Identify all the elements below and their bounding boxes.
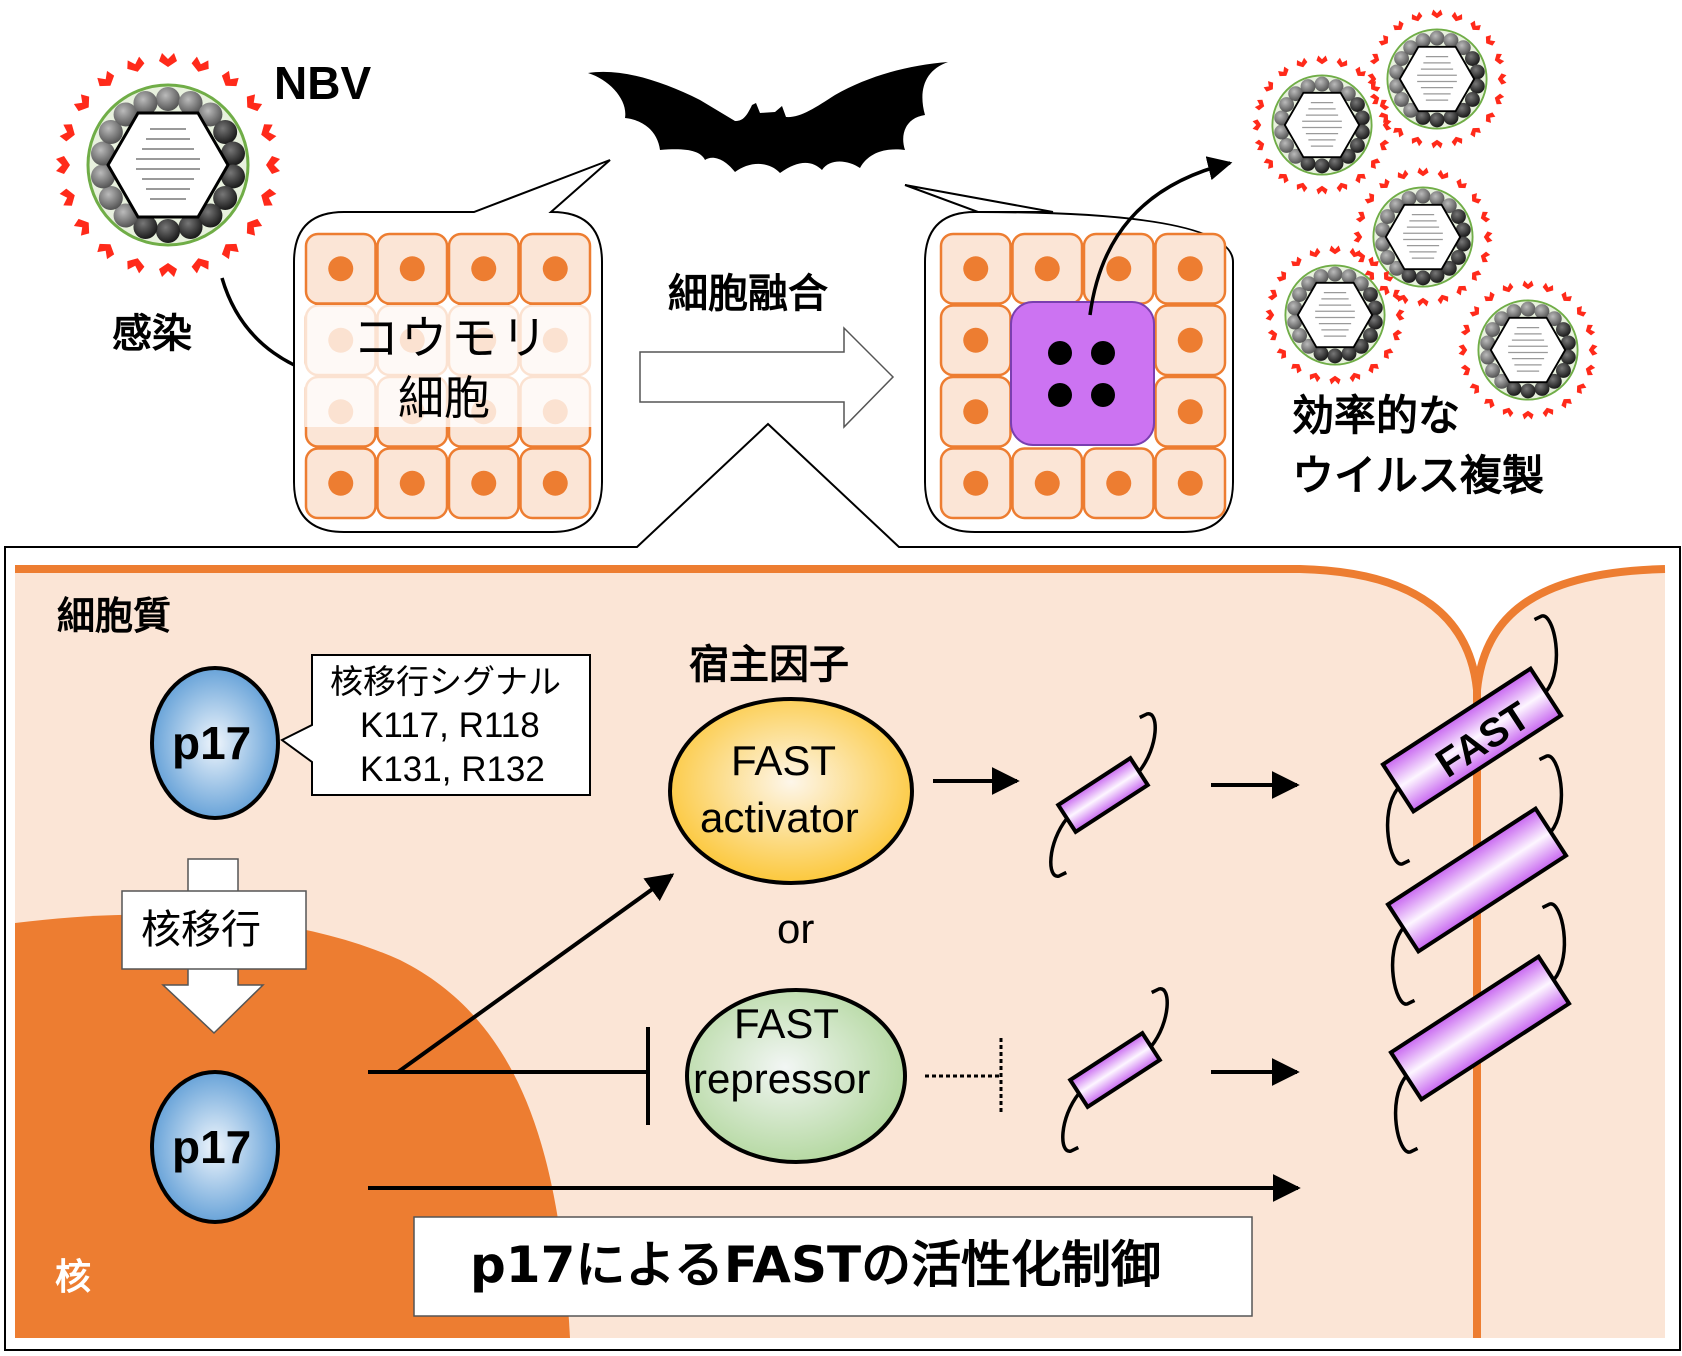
cell-icon — [1011, 447, 1084, 520]
cell-icon — [376, 232, 449, 305]
progeny-virus-icon — [1353, 167, 1493, 307]
cell-membrane-right — [1473, 565, 1666, 691]
or-label: or — [777, 905, 815, 952]
bat-cell-label-line1: コウモリ — [353, 311, 552, 365]
nls-callout-line1: K117, R118 — [360, 706, 540, 745]
fast-protein-small-icon — [1049, 712, 1157, 878]
cell-icon — [939, 447, 1012, 520]
p17-cytoplasm-icon — [150, 666, 280, 820]
cell-icon — [1154, 304, 1227, 377]
syncytium-cell — [1010, 301, 1155, 446]
activator-label-line1: FAST — [731, 737, 837, 784]
nls-callout-line2: K131, R132 — [360, 750, 545, 789]
fusion-arrow — [639, 326, 895, 429]
nucleus-label: 核 — [55, 1257, 92, 1298]
progeny-virus-icon — [1252, 55, 1392, 195]
cell-icon — [1154, 232, 1227, 305]
virus-release-arrow — [1088, 156, 1233, 316]
cell-icon — [1082, 447, 1155, 520]
fast-protein-small-icon — [1061, 987, 1169, 1153]
progeny-virus-icon — [1458, 280, 1598, 420]
nls-callout-title: 核移行シグナル — [330, 662, 561, 701]
repressor-label-line2: repressor — [693, 1055, 871, 1102]
cell-icon — [519, 447, 592, 520]
caption: p17によるFASTの活性化制御 — [470, 1236, 1162, 1294]
cell-icon — [447, 447, 520, 520]
p17-bottom-label: p17 — [172, 1121, 252, 1173]
replication-label-line1: 効率的な — [1292, 391, 1461, 440]
repressor-inhibition-dotted — [925, 1038, 1003, 1112]
bat-icon — [588, 62, 948, 173]
cell-icon — [939, 375, 1012, 448]
cell-icon — [447, 232, 520, 305]
bat-cell-label-line2: 細胞 — [398, 371, 490, 425]
fast-repressor-icon — [685, 988, 907, 1164]
repressor-label-line1: FAST — [734, 1000, 840, 1047]
nbv-virus-icon — [56, 53, 280, 277]
bat-cell-label-overlay — [305, 305, 592, 427]
fast-activator-icon — [668, 697, 914, 885]
host-factor-label: 宿主因子 — [689, 642, 849, 688]
cell-icon — [304, 232, 377, 305]
cell-icon — [939, 304, 1012, 377]
cell-icon — [1082, 232, 1155, 305]
fast-membrane-protein-icon — [1385, 754, 1569, 1006]
cell-icon — [1011, 232, 1084, 305]
fast-membrane-protein-icon — [1380, 614, 1564, 866]
cell-icon — [304, 447, 377, 520]
translocation-label: 核移行 — [141, 907, 261, 953]
cell-membrane-top — [15, 565, 1481, 1338]
p17-inhibition-line — [368, 1027, 650, 1125]
fast-membrane-protein-icon — [1388, 902, 1572, 1154]
cell-icon — [939, 232, 1012, 305]
p17-top-label: p17 — [172, 717, 252, 769]
cell-icon — [376, 447, 449, 520]
caption-box — [413, 1216, 1253, 1317]
replication-label-line2: ウイルス複製 — [1292, 451, 1545, 500]
translocation-label-box — [121, 890, 307, 970]
progeny-virus-icon — [1367, 9, 1507, 149]
progeny-viruses — [1252, 9, 1598, 420]
p17-nucleus-icon — [150, 1070, 280, 1224]
activator-label-line2: activator — [700, 794, 859, 841]
virus-label: NBV — [274, 57, 372, 109]
cell-icon — [1154, 375, 1227, 448]
fusion-label: 細胞融合 — [668, 271, 828, 317]
nls-callout-box — [280, 654, 591, 796]
progeny-virus-icon — [1265, 245, 1405, 385]
cytoplasm-label: 細胞質 — [57, 594, 172, 638]
cell-icon — [519, 232, 592, 305]
cell-icon — [1154, 447, 1227, 520]
infection-label: 感染 — [112, 311, 192, 357]
fused-cell-grid — [939, 232, 1227, 520]
intercellular-gap — [1300, 566, 1665, 690]
syncytium-nuclei — [1048, 341, 1115, 407]
